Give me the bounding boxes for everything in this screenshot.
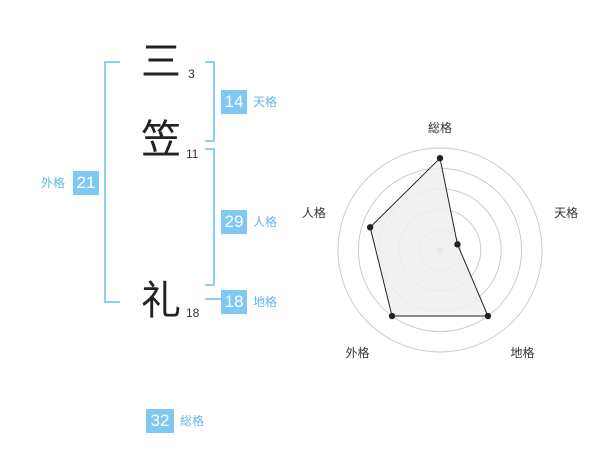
radar-axis-label: 地格 — [511, 345, 535, 360]
radar-axis-label: 外格 — [345, 345, 369, 360]
jinkaku-bracket — [205, 148, 215, 286]
name-char-1: 三 — [141, 39, 181, 85]
radar-axis-label: 総格 — [428, 120, 452, 135]
gaikaku-value: 21 — [73, 171, 99, 195]
radar-point-1 — [436, 155, 444, 162]
radar-point-3 — [484, 312, 492, 320]
stroke-count-3: 18 — [186, 306, 200, 320]
stroke-count-1: 3 — [188, 67, 195, 81]
tenkaku-value: 14 — [221, 90, 247, 114]
radar-point-5 — [366, 224, 374, 231]
chikaku-bracket — [205, 298, 221, 300]
soukaku-value: 32 — [146, 409, 174, 433]
radar-point-4 — [388, 312, 396, 320]
chikaku-value: 18 — [221, 290, 247, 314]
stroke-count-2: 11 — [186, 147, 199, 161]
gaikaku-bracket — [104, 61, 120, 303]
radar-axis-label: 天格 — [554, 205, 578, 220]
radar-point-2 — [454, 241, 461, 248]
name-char-3: 礼 — [141, 278, 181, 324]
name-char-2: 笠 — [141, 117, 181, 163]
radar-grid-ring — [337, 147, 543, 353]
chikaku-label: 地格 — [253, 295, 278, 309]
jinkaku-label: 人格 — [253, 215, 278, 229]
jinkaku-value: 29 — [221, 210, 247, 234]
tenkaku-label: 天格 — [253, 95, 278, 109]
tenkaku-bracket — [205, 61, 215, 142]
gaikaku-label: 外格 — [41, 176, 66, 190]
soukaku-label: 総格 — [180, 414, 205, 428]
radar-series-polygon — [369, 157, 489, 317]
radar-axis-label: 人格 — [302, 205, 326, 220]
